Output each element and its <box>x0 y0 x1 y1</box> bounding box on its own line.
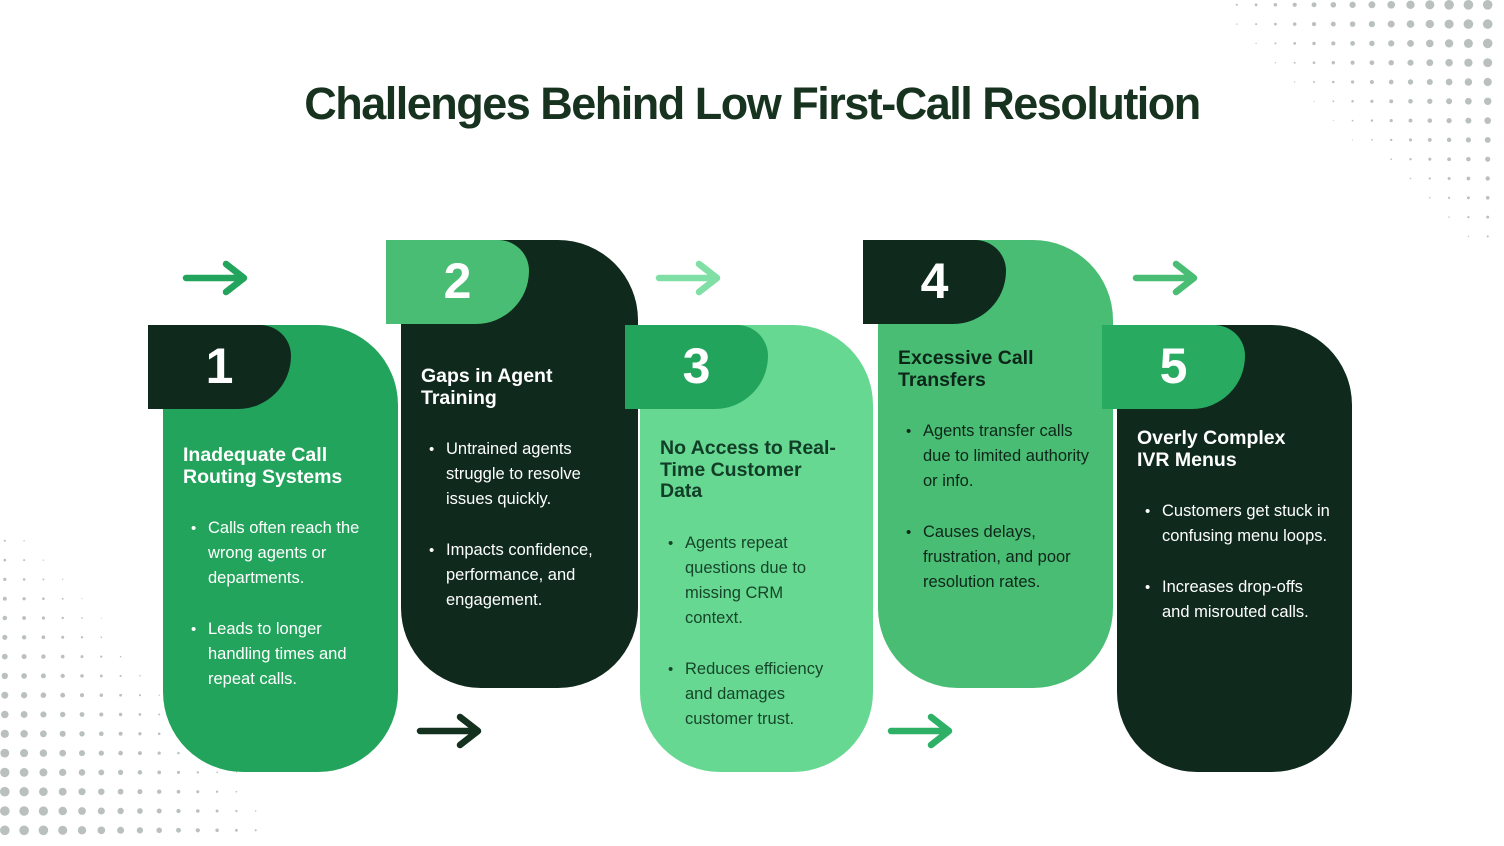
card-4-bullet-2: Causes delays, frustration, and poor res… <box>906 520 1099 595</box>
card-4-bullet-list: Agents transfer calls due to limited aut… <box>898 419 1099 595</box>
card-1-bullet-1: Calls often reach the wrong agents or de… <box>191 516 384 591</box>
card-3-bullet-list: Agents repeat questions due to missing C… <box>660 531 859 732</box>
arrow-right-icon <box>1132 260 1198 296</box>
card-4-content: Excessive Call Transfers Agents transfer… <box>878 240 1113 595</box>
card-1-bullet-2: Leads to longer handling times and repea… <box>191 617 384 692</box>
arrow-right-icon <box>887 713 953 749</box>
card-2-number-tab: 2 <box>386 240 529 324</box>
card-1-inadequate-call-routing: 1 Inadequate Call Routing Systems Calls … <box>148 325 398 772</box>
card-2-number: 2 <box>443 253 472 309</box>
card-3-number-tab: 3 <box>625 325 768 409</box>
halftone-dots-pattern-bottom-left <box>0 539 257 836</box>
card-3-no-realtime-customer-data: 3 No Access to Real- Time Customer Data … <box>625 325 873 772</box>
card-4-excessive-call-transfers: 4 Excessive Call Transfers Agents transf… <box>863 240 1113 688</box>
card-2-bullet-2: Impacts confidence, performance, and eng… <box>429 538 624 613</box>
card-1-bullet-list: Calls often reach the wrong agents or de… <box>183 516 384 692</box>
card-5-bullet-list: Customers get stuck in confusing menu lo… <box>1137 499 1338 625</box>
card-2-content: Gaps in Agent Training Untrained agents … <box>401 240 638 613</box>
card-3-title: No Access to Real- Time Customer Data <box>660 437 836 502</box>
card-2-gaps-in-agent-training: 2 Gaps in Agent Training Untrained agent… <box>386 240 638 688</box>
card-5-content: Overly Complex IVR Menus Customers get s… <box>1117 325 1352 625</box>
card-1-number: 1 <box>205 338 234 394</box>
card-5-number-tab: 5 <box>1102 325 1245 409</box>
card-1-content: Inadequate Call Routing Systems Calls of… <box>163 325 398 692</box>
card-4-number-tab: 4 <box>863 240 1006 324</box>
card-5-title: Overly Complex IVR Menus <box>1137 427 1286 471</box>
card-4-number: 4 <box>920 253 949 309</box>
halftone-dots-pattern-top-right <box>1235 0 1493 238</box>
card-2-bullet-1: Untrained agents struggle to resolve iss… <box>429 437 624 512</box>
card-5-bullet-1: Customers get stuck in confusing menu lo… <box>1145 499 1338 549</box>
card-3-number: 3 <box>682 338 711 394</box>
page-title: Challenges Behind Low First-Call Resolut… <box>304 78 1201 129</box>
arrow-right-icon <box>182 260 248 296</box>
card-4-bullet-1: Agents transfer calls due to limited aut… <box>906 419 1099 494</box>
card-4-title: Excessive Call Transfers <box>898 347 1034 391</box>
card-2-bullet-list: Untrained agents struggle to resolve iss… <box>421 437 624 613</box>
arrow-right-icon <box>655 260 721 296</box>
card-3-bullet-2: Reduces efficiency and damages customer … <box>668 657 859 732</box>
card-5-overly-complex-ivr-menus: 5 Overly Complex IVR Menus Customers get… <box>1102 325 1352 772</box>
card-1-number-tab: 1 <box>148 325 291 409</box>
card-5-number: 5 <box>1159 338 1188 394</box>
card-5-bullet-2: Increases drop-offs and misrouted calls. <box>1145 575 1338 625</box>
card-3-content: No Access to Real- Time Customer Data Ag… <box>640 325 873 732</box>
card-2-title: Gaps in Agent Training <box>421 365 553 409</box>
arrow-right-icon <box>416 713 482 749</box>
card-1-title: Inadequate Call Routing Systems <box>183 444 343 488</box>
card-3-bullet-1: Agents repeat questions due to missing C… <box>668 531 859 631</box>
